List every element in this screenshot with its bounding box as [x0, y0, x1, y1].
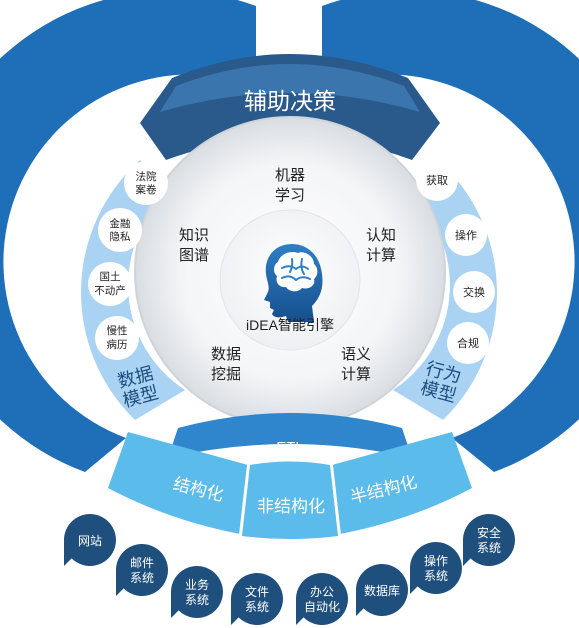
svg-text:挖掘: 挖掘 [211, 366, 241, 383]
svg-text:知识: 知识 [179, 227, 209, 244]
svg-text:认知: 认知 [366, 227, 396, 244]
svg-text:业务: 业务 [185, 577, 209, 592]
etl-band [108, 432, 472, 539]
data-model-item: 慢性 病历 [95, 316, 139, 360]
data-model-item: 金融 隐私 [98, 208, 142, 252]
svg-text:国土: 国土 [100, 270, 121, 283]
source-file-system: 文件 系统 [231, 573, 283, 625]
svg-text:系统: 系统 [245, 600, 269, 614]
behavior-model-item: 合规 [447, 322, 489, 364]
etl-segment-structured [108, 432, 248, 534]
engine-label: iDEA智能引擎 [246, 317, 334, 333]
svg-text:操作: 操作 [424, 553, 448, 568]
svg-text:图谱: 图谱 [179, 247, 209, 264]
svg-text:系统: 系统 [185, 593, 209, 607]
svg-text:慢性: 慢性 [107, 324, 128, 337]
svg-text:计算: 计算 [341, 365, 371, 383]
svg-text:系统: 系统 [130, 571, 154, 585]
svg-text:机器: 机器 [275, 167, 305, 184]
brain-head-icon [264, 244, 323, 322]
svg-text:数据库: 数据库 [364, 583, 400, 598]
svg-text:隐私: 隐私 [110, 231, 131, 243]
top-band-label: 辅助决策 [244, 88, 336, 114]
etl-divider [239, 464, 249, 536]
source-business-system: 业务 系统 [171, 566, 223, 618]
source-security-system: 安全 系统 [463, 514, 515, 566]
capability-semantic-computing: 语义 计算 [341, 346, 371, 383]
capability-data-mining: 数据 挖掘 [211, 346, 241, 383]
svg-text:语义: 语义 [341, 346, 371, 363]
capability-cognitive-computing: 认知 计算 [366, 227, 396, 264]
behavior-model-title: 行为 模型 [418, 358, 463, 406]
svg-text:合规: 合规 [457, 336, 479, 350]
svg-text:邮件: 邮件 [130, 556, 154, 570]
svg-text:法院: 法院 [136, 170, 157, 183]
behavior-model-item: 交换 [453, 271, 495, 313]
svg-text:网站: 网站 [78, 534, 102, 548]
svg-text:系统: 系统 [477, 541, 501, 555]
etl-segment-unstructured [242, 461, 338, 539]
svg-text:计算: 计算 [366, 246, 396, 264]
data-model-item: 国土 不动产 [88, 262, 132, 306]
svg-text:自动化: 自动化 [304, 600, 340, 614]
svg-text:系统: 系统 [424, 569, 448, 583]
data-model-item: 法院 案卷 [124, 161, 168, 205]
svg-text:学习: 学习 [275, 187, 305, 204]
etl-arc [168, 413, 412, 458]
svg-text:安全: 安全 [477, 525, 501, 540]
behavior-model-item: 获取 [416, 159, 458, 201]
svg-text:操作: 操作 [455, 228, 477, 242]
left-arc-label: 智慧业务 [7, 191, 70, 294]
data-model-items: 法院 案卷 金融 隐私 国土 不动产 慢性 病历 [88, 161, 168, 360]
outer-arc-smart-business [0, 0, 256, 472]
etl-segment-semistructured [332, 432, 472, 534]
right-arc-label: 认知安全 [509, 191, 572, 294]
svg-text:数据: 数据 [211, 346, 241, 363]
source-operating-system: 操作 系统 [410, 542, 462, 594]
svg-text:交换: 交换 [463, 285, 485, 299]
behavior-model-item: 操作 [445, 214, 487, 256]
capability-knowledge-graph: 知识 图谱 [179, 227, 209, 264]
data-sources: 网站 邮件 系统 业务 系统 文件 系统 办公 自动化 数据库 操作 [64, 514, 515, 625]
svg-text:不动产: 不动产 [94, 284, 126, 297]
svg-text:文件: 文件 [245, 584, 269, 599]
svg-text:办公: 办公 [310, 584, 334, 599]
behavior-model-items: 获取 操作 交换 合规 [416, 159, 495, 364]
svg-text:病历: 病历 [107, 338, 128, 351]
svg-text:金融: 金融 [110, 217, 131, 230]
etl-divider [331, 464, 341, 536]
svg-text:获取: 获取 [426, 174, 448, 187]
top-band-face [160, 64, 420, 112]
source-website: 网站 [64, 514, 116, 566]
capability-machine-learning: 机器 学习 [275, 167, 305, 204]
etl-label: ETL [276, 439, 304, 456]
source-office-automation: 办公 自动化 [296, 573, 348, 625]
source-mail-system: 邮件 系统 [116, 544, 168, 596]
outer-arc-cognitive-security [322, 0, 579, 472]
etl-segment-unstructured-label: 非结构化 [257, 497, 325, 516]
svg-text:案卷: 案卷 [136, 183, 157, 196]
source-database: 数据库 [356, 564, 408, 616]
